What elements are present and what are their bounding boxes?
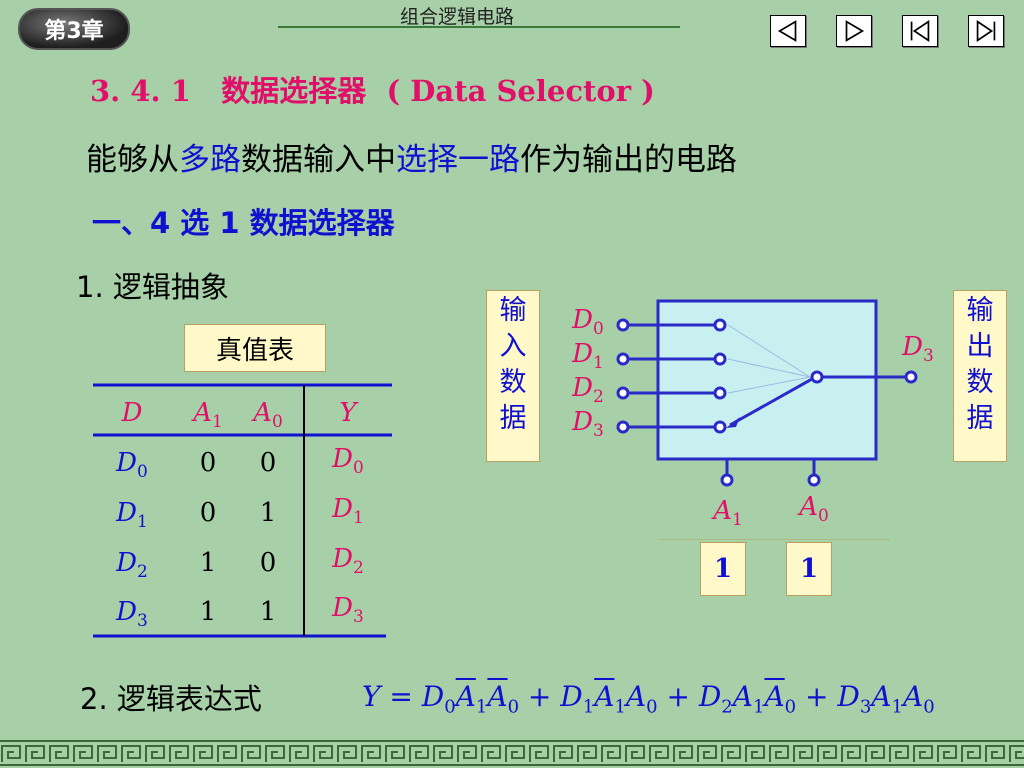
truth-table-cell-a0: 0	[259, 448, 277, 478]
truth-table-cell-a1: 1	[199, 548, 217, 578]
output-label-char: 据	[966, 403, 994, 434]
output-label-char: 数	[966, 367, 994, 398]
input-label: D2	[572, 373, 604, 408]
truth-table-header: Y	[339, 398, 357, 428]
truth-table-cell-d: D2	[116, 548, 148, 583]
select-a1-terminal	[720, 473, 734, 487]
section-name: 数据选择器	[221, 74, 367, 108]
truth-table-cell-y: D3	[332, 593, 364, 628]
expression-lhs: Y	[362, 680, 381, 713]
decorative-border	[0, 738, 1024, 768]
definition-text: 数据输入中	[241, 142, 396, 178]
a1-value-box: 1	[700, 542, 746, 596]
truth-table-cell-a1: 1	[199, 597, 217, 627]
truth-table-cell-a0: 1	[259, 498, 277, 528]
switch-arm	[729, 377, 813, 427]
output-data-label: 输 出 数 据	[953, 290, 1007, 462]
switch-pivot	[810, 370, 824, 384]
switch-arrow	[726, 417, 740, 428]
input-label: D0	[572, 305, 604, 340]
truth-table-cell-a1: 0	[199, 448, 217, 478]
chapter-badge: 第3章	[18, 8, 130, 50]
last-button[interactable]	[968, 15, 1004, 47]
input-label-char: 数	[499, 367, 527, 398]
definition-highlight: 选择一路	[396, 142, 520, 178]
truth-table-cell-y: D2	[332, 544, 364, 579]
truth-table-lines	[93, 383, 392, 638]
input-label-char: 据	[499, 403, 527, 434]
input-label: D3	[572, 407, 604, 442]
select-a0-terminal	[807, 473, 821, 487]
item-logic-abstraction: 1. 逻辑抽象	[76, 270, 229, 304]
output-label-char: 出	[966, 331, 994, 362]
next-button[interactable]	[836, 15, 872, 47]
mux-box	[656, 299, 878, 461]
input-label-char: 入	[499, 331, 527, 362]
truth-table-cell-d: D3	[116, 597, 148, 632]
truth-table-header: D	[121, 398, 143, 428]
subsection-title: 一、4 选 1 数据选择器	[92, 206, 395, 240]
truth-table-cell-y: D1	[332, 494, 364, 529]
input-label-char: 输	[499, 295, 527, 326]
input-data-label: 输 入 数 据	[486, 290, 540, 462]
input-label: D1	[572, 339, 604, 374]
next-icon	[845, 20, 865, 42]
header-title: 组合逻辑电路	[400, 6, 515, 28]
section-title: 3. 4. 1 数据选择器 ( Data Selector )	[90, 68, 655, 110]
logic-expression: Y = D0A1A0 + D1A1A0 + D2A1A0 + D3A1A0	[362, 680, 935, 718]
truth-table-cell-a0: 0	[259, 548, 277, 578]
prev-button[interactable]	[770, 15, 806, 47]
truth-table-cell-a1: 0	[199, 498, 217, 528]
item-logic-expression: 2. 逻辑表达式	[80, 682, 262, 716]
output-label-char: 输	[966, 295, 994, 326]
section-english: ( Data Selector )	[386, 74, 655, 108]
mux-diagram	[616, 299, 918, 540]
first-icon	[910, 20, 930, 42]
last-icon	[976, 20, 996, 42]
switch-ghosts	[727, 324, 811, 394]
output-label: D3	[902, 332, 934, 367]
first-button[interactable]	[902, 15, 938, 47]
mux-inputs	[616, 318, 727, 434]
truth-table-cell-y: D0	[332, 444, 364, 479]
definition-text: 能够从	[86, 142, 179, 178]
definition-text: 作为输出的电路	[520, 142, 737, 178]
expression-terms: D0A1A0 + D1A1A0 + D2A1A0 + D3A1A0	[421, 680, 935, 718]
expression-equals: =	[380, 680, 422, 713]
header-divider	[278, 26, 680, 28]
truth-table-cell-a0: 1	[259, 597, 277, 627]
definition: 能够从多路数据输入中选择一路作为输出的电路	[86, 134, 737, 179]
truth-table-cell-d: D0	[116, 448, 148, 483]
truth-table-header: A1	[193, 398, 223, 433]
truth-table-cell-d: D1	[116, 498, 148, 533]
truth-table-title: 真值表	[184, 324, 326, 372]
select-label-a1: A1	[713, 496, 743, 531]
select-label-a0: A0	[799, 492, 829, 527]
output-terminal	[904, 370, 918, 384]
prev-icon	[777, 20, 797, 42]
a0-value-box: 1	[786, 542, 832, 596]
truth-table-header: A0	[253, 398, 283, 433]
definition-highlight: 多路	[179, 142, 241, 178]
section-number: 3. 4. 1	[90, 74, 191, 108]
